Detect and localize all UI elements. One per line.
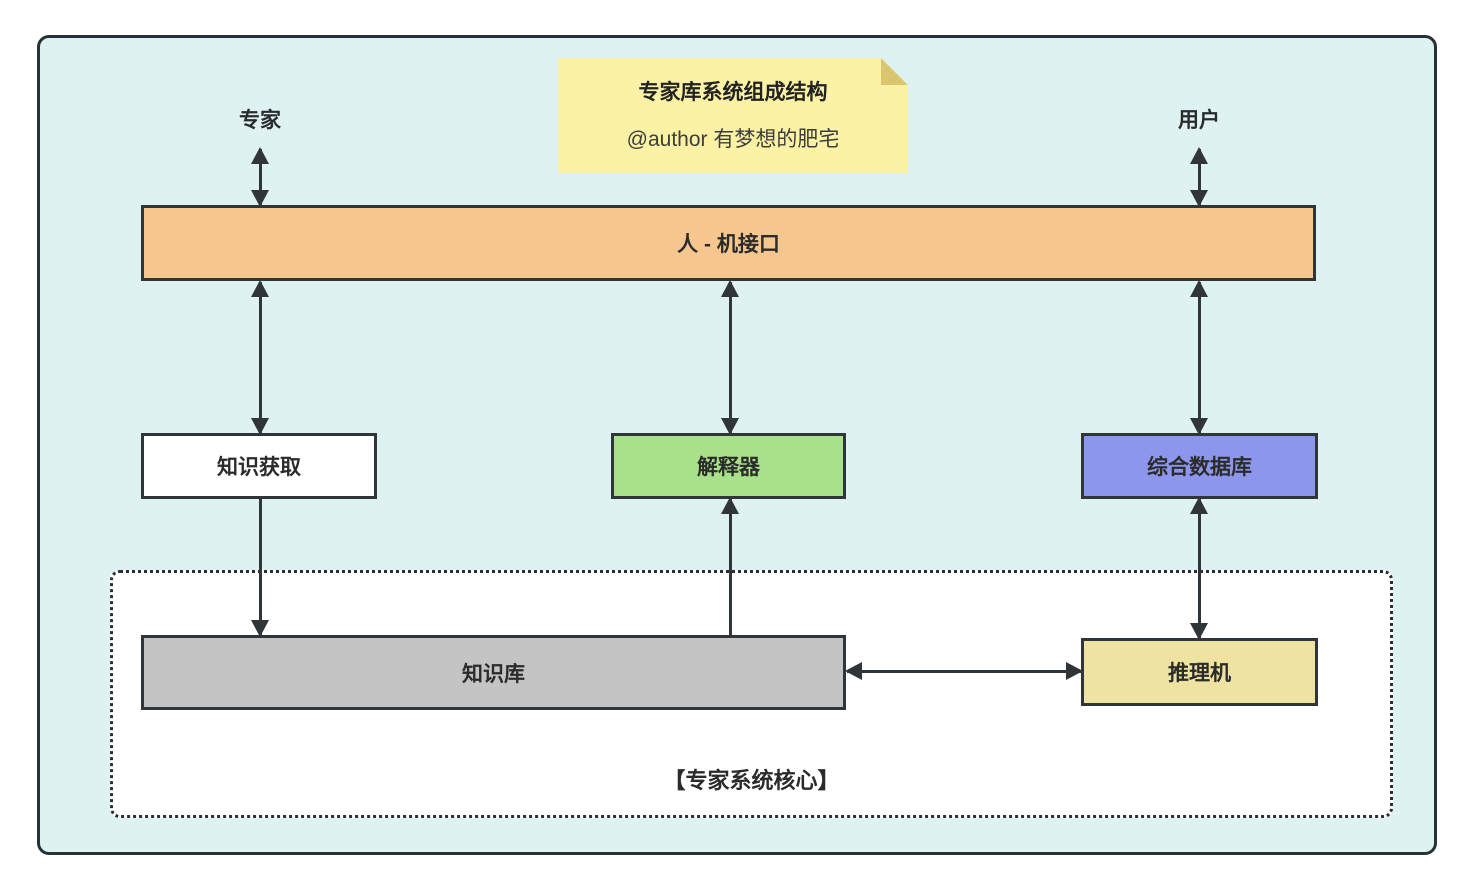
arrow-expert-interface bbox=[251, 147, 269, 207]
arrow-knowledge-acquisition-knowledge-base bbox=[251, 497, 269, 637]
node-inference-engine: 推理机 bbox=[1081, 638, 1318, 706]
actor-expert-label: 专家 bbox=[239, 109, 281, 132]
sticky-note-author: @author 有梦想的肥宅 bbox=[626, 128, 840, 151]
arrow-user-interface bbox=[1190, 147, 1208, 207]
arrow-interface-knowledge-acquisition bbox=[251, 280, 269, 435]
diagram-canvas: 人 - 机接口 知识获取 解释器 综合数据库 知识库 推理机 【专家系统核心】 … bbox=[37, 35, 1437, 855]
core-group-label: 【专家系统核心】 bbox=[663, 768, 840, 793]
arrow-integrated-database-inference-engine bbox=[1190, 497, 1208, 640]
node-human-machine-interface: 人 - 机接口 bbox=[141, 205, 1316, 281]
node-knowledge-acquisition-label: 知识获取 bbox=[217, 456, 301, 479]
node-knowledge-acquisition: 知识获取 bbox=[141, 433, 377, 499]
node-inference-engine-label: 推理机 bbox=[1168, 662, 1231, 685]
arrow-knowledge-base-interpreter bbox=[721, 497, 739, 637]
sticky-note: 专家库系统组成结构 @author 有梦想的肥宅 bbox=[558, 58, 908, 173]
node-integrated-database: 综合数据库 bbox=[1081, 433, 1318, 499]
sticky-note-fold-icon bbox=[881, 58, 908, 85]
actor-user-label: 用户 bbox=[1178, 109, 1220, 132]
node-interpreter-label: 解释器 bbox=[697, 456, 760, 479]
node-knowledge-base-label: 知识库 bbox=[462, 662, 525, 686]
node-knowledge-base: 知识库 bbox=[141, 635, 846, 710]
node-interpreter: 解释器 bbox=[611, 433, 846, 499]
arrow-knowledge-base-inference-engine bbox=[845, 662, 1083, 680]
node-human-machine-interface-label: 人 - 机接口 bbox=[677, 233, 780, 256]
sticky-note-title: 专家库系统组成结构 bbox=[638, 81, 828, 104]
node-integrated-database-label: 综合数据库 bbox=[1147, 456, 1252, 479]
arrow-interface-integrated-database bbox=[1190, 280, 1208, 435]
arrow-interface-interpreter bbox=[721, 280, 739, 435]
